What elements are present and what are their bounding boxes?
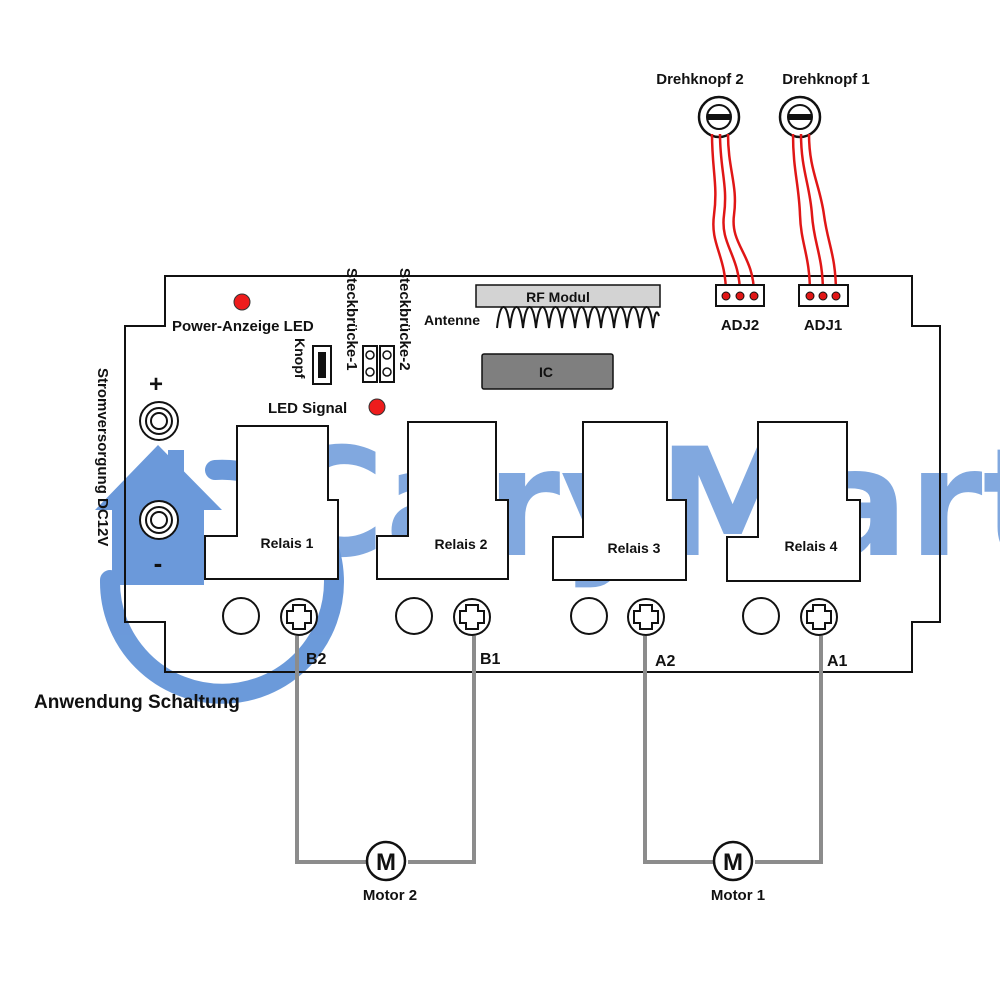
minus-label: -	[154, 548, 163, 578]
motor-1-icon	[712, 840, 754, 882]
relay-1: Relais 1	[204, 425, 339, 580]
pcb-board-outline	[124, 275, 941, 673]
knopf-button: Knopf	[292, 338, 332, 385]
motor-1-circuit: M Motor 1	[643, 636, 823, 904]
relay-3-label: Relais 3	[608, 540, 661, 556]
drehknopf-1: Drehknopf 1	[778, 71, 870, 139]
mount-hole	[395, 597, 433, 635]
relay-1-label: Relais 1	[261, 535, 314, 551]
adj1-label: ADJ1	[804, 317, 842, 334]
led-signal-label: LED Signal	[268, 400, 347, 417]
terminal-b2-label: B2	[306, 651, 327, 668]
stromversorgung-label: Stromversorgung DC12V	[94, 368, 111, 546]
mount-hole	[222, 597, 260, 635]
motor-2-icon	[365, 840, 407, 882]
knob-2-wires	[710, 133, 756, 295]
jumper-1: Steckbrücke-1	[343, 268, 378, 383]
motor-2-label: Motor 2	[363, 887, 417, 904]
screw-terminal-a2-icon	[627, 598, 665, 636]
signal-led-icon	[368, 398, 386, 416]
motor-1-symbol: M	[723, 849, 743, 876]
plus-terminal-icon	[139, 401, 179, 441]
knopf-label: Knopf	[292, 338, 308, 379]
mount-hole	[742, 597, 780, 635]
antenna-coil-icon	[496, 306, 660, 329]
steckbruecke-2-label: Steckbrücke-2	[396, 268, 413, 371]
screw-terminal-a1-icon	[800, 598, 838, 636]
power-supply: Stromversorgung DC12V + -	[94, 368, 179, 578]
rf-module-label: RF Modul	[526, 289, 590, 305]
ic-chip: IC	[481, 353, 614, 390]
jumper-2: Steckbrücke-2	[379, 268, 413, 383]
adj2-label: ADJ2	[721, 317, 759, 334]
relay-2-label: Relais 2	[435, 536, 488, 552]
terminal-a1-label: A1	[827, 653, 848, 670]
power-led-icon	[233, 293, 251, 311]
motor-1-label: Motor 1	[711, 887, 765, 904]
antenna-label: Antenne	[424, 312, 480, 328]
motor-2-symbol: M	[376, 849, 396, 876]
terminal-b1-label: B1	[480, 651, 501, 668]
drehknopf-2: Drehknopf 2	[656, 71, 744, 139]
minus-terminal-icon	[139, 500, 179, 540]
mount-hole	[570, 597, 608, 635]
motor-2-circuit: M Motor 2	[295, 636, 476, 904]
relay-4: Relais 4	[726, 421, 861, 582]
terminal-row: B2 B1 A2 A1	[222, 597, 848, 670]
drehknopf-1-label: Drehknopf 1	[782, 71, 870, 88]
application-label: Anwendung Schaltung	[34, 692, 240, 713]
screw-terminal-b2-icon	[280, 598, 318, 636]
relay-4-label: Relais 4	[785, 538, 838, 554]
drehknopf-2-label: Drehknopf 2	[656, 71, 744, 88]
power-led-label: Power-Anzeige LED	[172, 318, 314, 335]
screw-terminal-b1-icon	[453, 598, 491, 636]
rf-module: RF Modul	[475, 284, 661, 308]
antenna: Antenne	[424, 306, 660, 329]
knob-1-wires	[791, 133, 838, 295]
relay-2: Relais 2	[376, 421, 509, 580]
relay-3: Relais 3	[552, 421, 687, 581]
plus-label: +	[149, 371, 163, 398]
steckbruecke-1-label: Steckbrücke-1	[343, 268, 360, 371]
terminal-a2-label: A2	[655, 653, 676, 670]
ic-label: IC	[539, 364, 553, 380]
adj1-connector: ADJ1	[798, 284, 849, 334]
adj2-connector: ADJ2	[715, 284, 765, 334]
